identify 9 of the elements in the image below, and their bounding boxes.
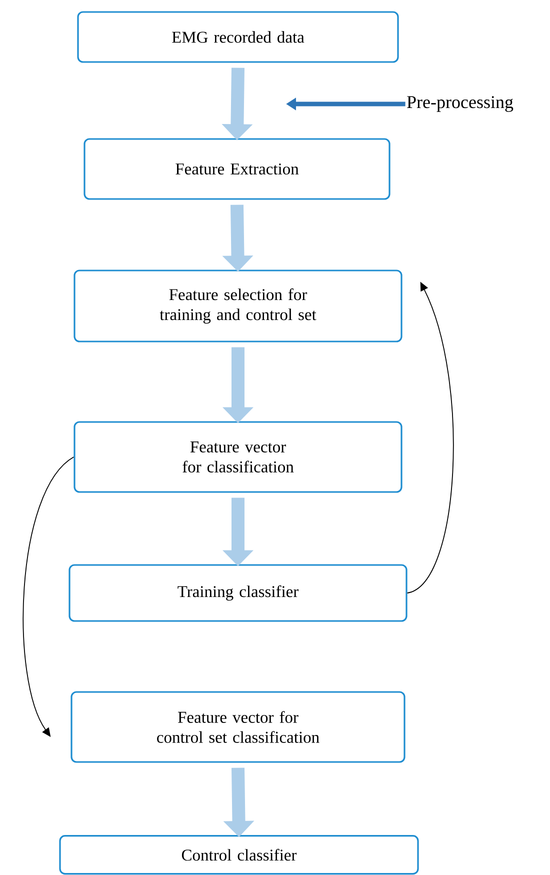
arrow bbox=[22, 456, 74, 737]
process-box: EMG recorded data bbox=[77, 11, 399, 63]
step-label: Pre-processing bbox=[407, 96, 514, 112]
process-box: Feature selection for training and control set bbox=[74, 270, 402, 342]
process-box: Feature vector for classification bbox=[74, 421, 402, 493]
process-box: Control classifier bbox=[59, 835, 419, 875]
process-box: Training classifier bbox=[68, 564, 408, 622]
process-box: Feature Extraction bbox=[84, 138, 390, 200]
process-box: Feature vector for control set classification bbox=[70, 691, 406, 763]
